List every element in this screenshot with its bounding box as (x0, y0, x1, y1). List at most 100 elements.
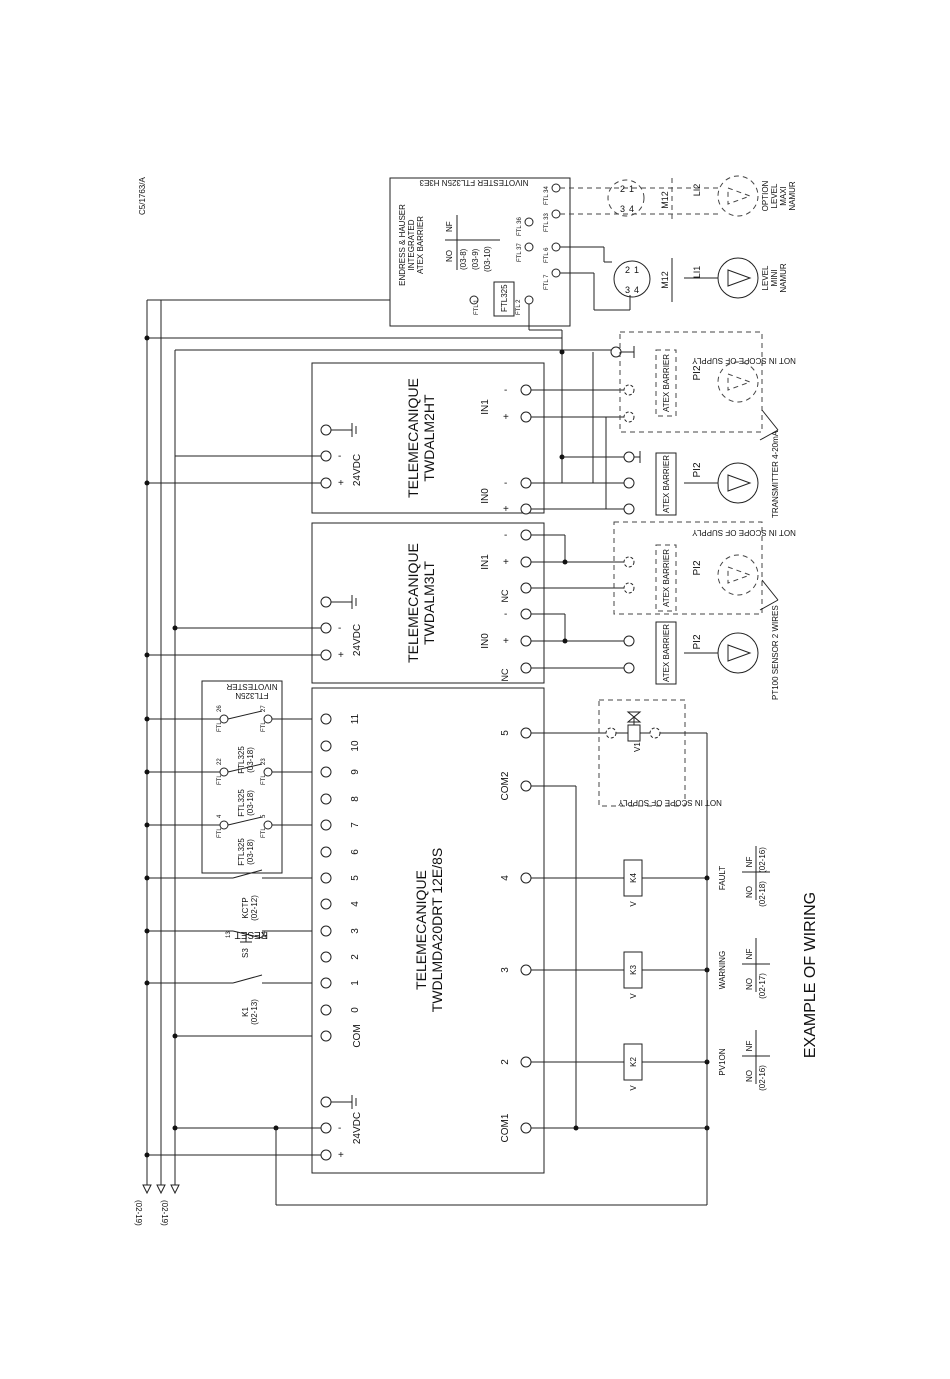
nivo-channel-2: 22 23 FTL FTL FTL325 (03-18) (217, 758, 273, 817)
drawing-ref: C5/1763/A (138, 177, 147, 215)
s3-name: S3 (241, 948, 250, 958)
main-input-label: 11 (350, 713, 361, 724)
main-input-terminal (320, 740, 332, 752)
nt-row-2: (03-9) (471, 248, 480, 270)
nivo-ch2-ftl-b: FTL (261, 774, 267, 785)
main-input-terminal (320, 898, 332, 910)
arrow-ref-2: (02-19) (160, 1200, 169, 1226)
level-1: LEVEL (761, 265, 770, 290)
nivotester-maker-1: ENDRESS & HAUSER (398, 204, 407, 286)
atex-ht: ATEX BARRIER (662, 455, 671, 513)
nivo-ch3-a: 4 (217, 814, 223, 818)
main-input-label: 0 (350, 1007, 361, 1013)
option-2: LEVEL (770, 183, 779, 208)
nivo-ch2-name: FTL325 (237, 789, 246, 817)
nivo-ch3-ftl-b: FTL (261, 827, 267, 838)
opt-pin-3: 3 (620, 204, 625, 214)
main-input-terminal (320, 872, 332, 884)
main-input-terminal (320, 1030, 332, 1042)
atex-lt-dashed: ATEX BARRIER (662, 549, 671, 607)
lvl-pin-1: 1 (634, 265, 639, 275)
lt-supply-minus: - (338, 623, 341, 634)
option-1: OPTION (761, 180, 770, 211)
opt-pin-2: 2 (620, 184, 625, 194)
pt100-label: PT100 SENSOR 2 WIRES (771, 605, 780, 700)
pi2-lt-dashed: PI2 (692, 560, 703, 575)
scope-note-lt: NOT IN SCOPE OF SUPPLY (691, 528, 795, 537)
main-input-label: 8 (350, 796, 361, 802)
pi2-ht-dashed: PI2 (692, 365, 703, 380)
transmitter-label: TRANSMITTER 4-20mA (771, 430, 780, 518)
pi2-ht: PI2 (692, 462, 703, 477)
nt-col-no: NO (445, 250, 454, 262)
lvl-pin-4: 4 (634, 285, 639, 295)
main-input-label: 6 (350, 849, 361, 855)
relay-ref2: (02-16) (758, 847, 767, 873)
main-output-label: 2 (500, 1059, 511, 1065)
main-output-terminal (520, 1056, 532, 1068)
relay-v: V (629, 1085, 638, 1091)
main-input-terminal (320, 951, 332, 963)
relay-ref: (02-16) (758, 1065, 767, 1091)
module-ht-maker: TELEMECANIQUE (405, 378, 421, 498)
main-output-label: COM1 (500, 1113, 511, 1142)
relay-no: NO (745, 886, 754, 898)
relay-name: K3 (629, 965, 638, 975)
arrow-ref-1: (02-19) (134, 1200, 143, 1226)
main-input-label: 5 (350, 875, 361, 881)
pi2-lt: PI2 (692, 634, 703, 649)
switch-s3-reset: 13 14 S3 RESET (144, 928, 321, 958)
relay-no: NO (745, 1070, 754, 1082)
ftl-label-37: FTL 37 (517, 243, 523, 262)
level-2: MINI (770, 270, 779, 287)
nt-col-nf: NF (445, 221, 454, 232)
lvl-pin-2: 2 (625, 265, 630, 275)
main-input-label: 7 (350, 822, 361, 828)
nivo-ch1-ftl-b: FTL (261, 721, 267, 732)
main-input-terminal (320, 819, 332, 831)
main-input-terminal (320, 793, 332, 805)
main-output-label: 3 (500, 967, 511, 973)
lt-in1-minus: - (504, 530, 507, 541)
lt-supply-plus: + (338, 650, 344, 661)
main-input-terminal (320, 766, 332, 778)
main-input-terminal (320, 846, 332, 858)
main-supply-minus: - (338, 1123, 341, 1134)
relay-ref: (02-17) (758, 973, 767, 999)
li2-label: LI2 (692, 184, 702, 197)
scope-note-valve: NOT IN SCOPE OF SUPPLY (617, 798, 721, 807)
m12-label-bottom: M12 (660, 271, 670, 289)
module-main-box (311, 687, 545, 1174)
ftl-label-2: FTL 2 (516, 299, 522, 315)
s3-label: RESET (235, 929, 268, 940)
ht-in1-minus: - (504, 385, 507, 396)
nivo-ch1-ref: (03-18) (246, 747, 255, 773)
relay-no: NO (745, 978, 754, 990)
ht-in1-plus: + (503, 412, 509, 423)
nivo-ch1-b: 27 (261, 705, 267, 712)
ftl-label-36: FTL 36 (517, 217, 523, 236)
main-supply-plus: + (338, 1150, 344, 1161)
nivotester-small-box (201, 680, 283, 874)
lt-in0-plus: + (503, 636, 509, 647)
module-lt-model: TWDALM3LT (421, 561, 437, 645)
relay-label: PV1ON (718, 1048, 727, 1075)
nivo-ch3-ftl-a: FTL (217, 827, 223, 838)
relay-label: WARNING (718, 951, 727, 989)
ht-supply-minus: - (338, 451, 341, 462)
lt-nc-2: NC (500, 668, 510, 681)
ftl-label-6: FTL 6 (544, 247, 550, 263)
li1-label: LI1 (692, 266, 702, 279)
diagram-title: EXAMPLE OF WIRING (802, 892, 819, 1058)
nivotester-maker-3: ATEX BARRIER (416, 216, 425, 274)
nt-row-3: (03-10) (483, 246, 492, 272)
nivo-ch1-ftl-a: FTL (217, 721, 223, 732)
relay-nf: NF (745, 857, 754, 868)
main-output-terminal (520, 872, 532, 884)
